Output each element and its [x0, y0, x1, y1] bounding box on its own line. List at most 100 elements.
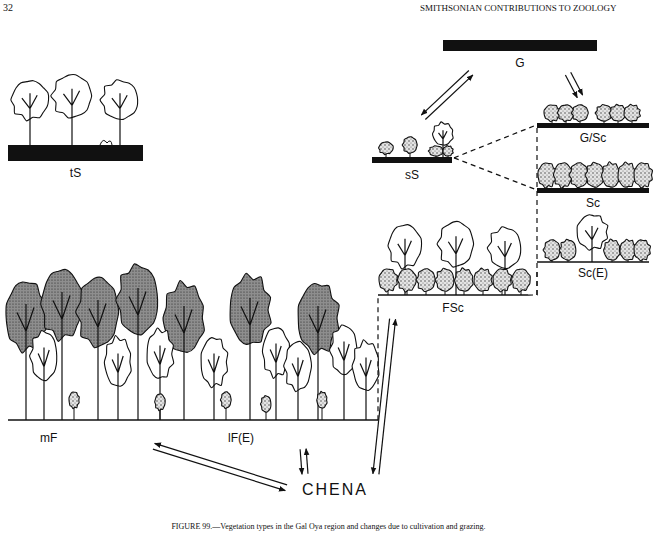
- group-bracket: [536, 128, 537, 295]
- scene-panel: lF(E): [190, 255, 378, 445]
- tree-crown: [397, 269, 416, 292]
- scene-panel: mF: [8, 255, 190, 445]
- tree-crown: [455, 268, 474, 291]
- tree-crown: [559, 239, 576, 260]
- equilibrium-arrow: [153, 443, 287, 490]
- dashed-link: [378, 295, 379, 420]
- tree-crown: [116, 264, 158, 335]
- equilibrium-arrow: [300, 449, 308, 474]
- tree-crown: [487, 227, 520, 269]
- dashed-line: [377, 295, 378, 420]
- tree-trunk: [154, 346, 165, 420]
- ground-bar: [443, 40, 597, 51]
- tree-crown: [437, 222, 474, 268]
- tree-crown: [634, 163, 652, 188]
- arrow-line: [300, 449, 302, 474]
- equilibrium-arrow: [373, 319, 396, 475]
- type-label: G/Sc: [578, 131, 609, 145]
- tree-crown: [100, 80, 138, 120]
- scene-panel: Sc: [537, 160, 649, 210]
- tree-crown: [30, 330, 57, 380]
- ss-scene: [372, 122, 453, 163]
- tree-trunk: [38, 348, 49, 420]
- type-label: sS: [403, 168, 421, 182]
- type-label: tS: [68, 166, 83, 180]
- forest-scene: [6, 264, 379, 420]
- arrow-line: [155, 443, 287, 485]
- tree-crown: [604, 239, 621, 260]
- type-label: lF(E): [226, 431, 256, 445]
- tree-crown: [155, 394, 165, 411]
- tree-crown: [474, 268, 492, 291]
- arrow-line: [425, 75, 473, 120]
- scene-panel: tS: [8, 75, 143, 180]
- tree-crown: [220, 392, 231, 409]
- dashed-line: [454, 125, 537, 158]
- ground-line: [537, 261, 649, 263]
- arrow-line: [565, 75, 577, 98]
- ground-bar: [537, 123, 649, 128]
- tree-crown: [379, 142, 394, 155]
- tree-crown: [634, 240, 650, 261]
- tree-crown: [416, 269, 435, 292]
- ts-scene: [8, 75, 143, 161]
- dashed-link: [454, 125, 537, 158]
- tree-trunk: [292, 358, 303, 420]
- ground-bar: [537, 188, 649, 193]
- tree-crown: [443, 146, 453, 156]
- tree-trunk: [175, 306, 192, 420]
- page-number: 32: [3, 2, 13, 13]
- type-label: mF: [38, 431, 59, 445]
- arrow-line: [379, 319, 396, 474]
- fsc-scene: [378, 222, 530, 295]
- arrow-line: [421, 71, 469, 116]
- tree-crown: [493, 269, 511, 292]
- tree-crown: [317, 391, 327, 408]
- dashed-link: [454, 158, 537, 190]
- equilibrium-arrow: [565, 72, 582, 98]
- tree-crown: [585, 162, 604, 187]
- scene-panel: Sc(E): [537, 215, 649, 280]
- tree-trunk: [129, 288, 146, 420]
- tree-crown: [402, 137, 417, 154]
- tree-crown: [51, 75, 92, 119]
- arrow-line: [153, 449, 285, 491]
- sc-scene: [537, 162, 653, 193]
- tree-crown: [428, 146, 443, 156]
- figure-caption: FIGURE 99.—Vegetation types in the Gal O…: [0, 522, 657, 531]
- tree-trunk: [585, 226, 598, 262]
- tree-trunk: [112, 354, 123, 420]
- running-header: SMITHSONIAN CONTRIBUTIONS TO ZOOLOGY: [420, 3, 616, 13]
- arrow-line: [571, 72, 583, 95]
- tree-trunk: [89, 300, 106, 420]
- tree-crown: [260, 395, 270, 412]
- tree-crown: [512, 269, 531, 292]
- ground-bar: [372, 157, 452, 163]
- tree-trunk: [112, 93, 127, 146]
- small-shrub: [100, 140, 112, 145]
- chena-label: CHENA: [300, 480, 370, 500]
- dashed-line: [528, 270, 537, 295]
- arrow-line: [306, 449, 308, 474]
- equilibrium-arrow: [421, 71, 473, 120]
- land-use-label: CHENA: [290, 478, 380, 500]
- sce-scene: [537, 215, 650, 262]
- tree-trunk: [63, 89, 79, 146]
- tree-trunk: [338, 342, 349, 420]
- scene-panel: G/Sc: [537, 100, 649, 145]
- scene-panel: sS: [370, 120, 454, 182]
- tree-trunk: [22, 93, 37, 146]
- dashed-link: [528, 270, 537, 295]
- tree-crown: [435, 268, 454, 291]
- tree-crown: [543, 240, 560, 261]
- tree-crown: [76, 277, 119, 347]
- tree-crown: [379, 269, 397, 292]
- tree-trunk: [270, 344, 281, 420]
- type-label: Sc: [584, 196, 602, 210]
- tree-crown: [624, 104, 640, 121]
- tree-trunk: [360, 358, 371, 420]
- dashed-line: [454, 158, 537, 190]
- tree-trunk: [208, 354, 219, 420]
- tree-crown: [602, 162, 621, 187]
